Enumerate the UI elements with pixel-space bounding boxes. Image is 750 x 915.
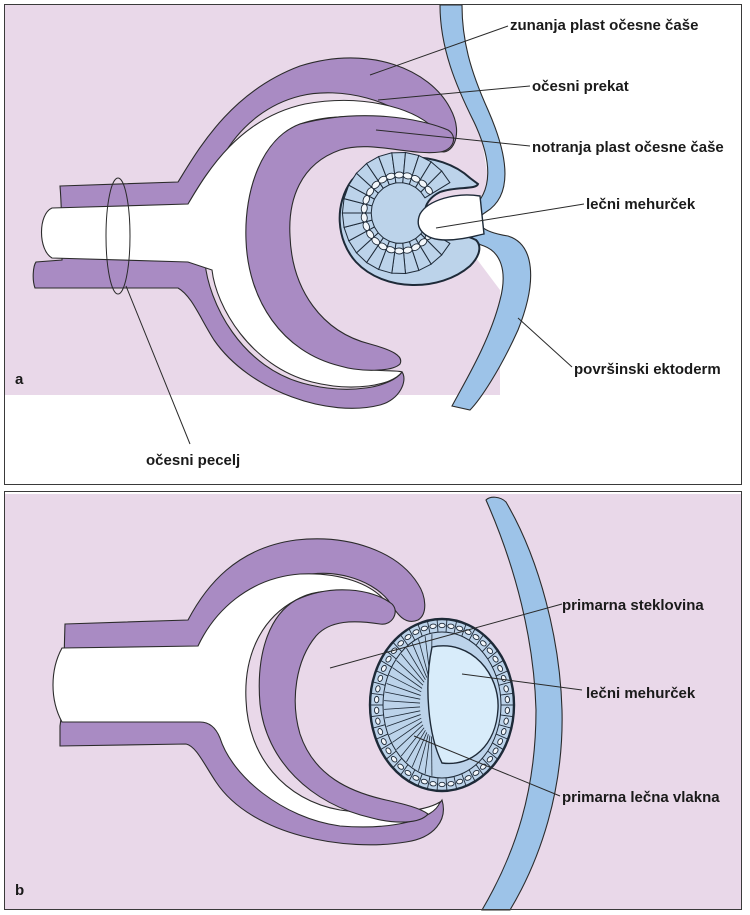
figure-frame xyxy=(4,4,742,910)
panel-divider xyxy=(4,484,742,492)
